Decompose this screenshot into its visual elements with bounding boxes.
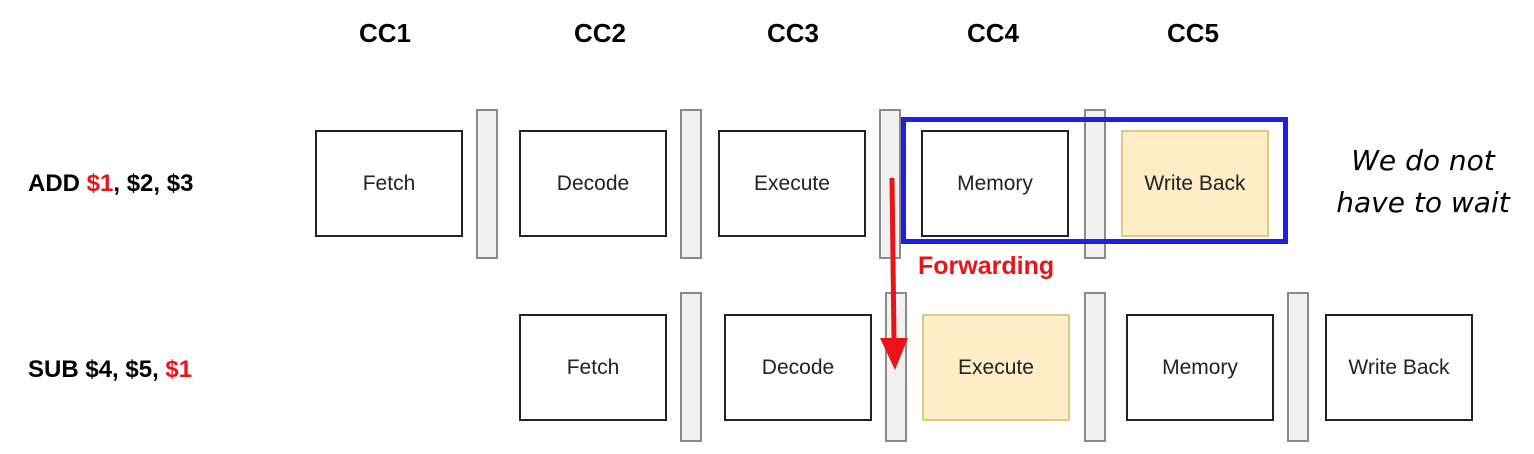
pipeline-register <box>1287 292 1309 442</box>
add-stage-fetch: Fetch <box>315 130 463 237</box>
add-stage-write-back: Write Back <box>1121 130 1269 237</box>
pipeline-register <box>680 292 702 442</box>
no-wait-highlight-box <box>901 117 1288 244</box>
note-line-2: have to wait <box>1336 186 1510 219</box>
forwarding-arrow <box>880 177 908 370</box>
opcode-sub: SUB $4, $5, <box>28 356 166 383</box>
forwarding-label: Forwarding <box>918 252 1055 280</box>
pipeline-register <box>1084 109 1106 259</box>
register-src-1: $1 <box>165 356 193 383</box>
cycle-header-cc5: CC5 <box>1166 18 1219 48</box>
pipeline-register <box>680 109 702 259</box>
cycle-header-cc1: CC1 <box>358 18 411 48</box>
add-stage-decode: Decode <box>519 130 667 237</box>
pipeline-register <box>1084 292 1106 442</box>
cycle-header-cc3: CC3 <box>766 18 819 48</box>
register-dest-1: $1 <box>86 170 114 197</box>
add-stage-execute: Execute <box>718 130 866 237</box>
sub-stage-fetch: Fetch <box>519 314 667 421</box>
sub-stage-decode: Decode <box>724 314 872 421</box>
operands-add: , $2, $3 <box>113 170 194 197</box>
note-line-1: We do not <box>1351 144 1495 177</box>
cycle-header-cc2: CC2 <box>573 18 626 48</box>
sub-stage-write-back: Write Back <box>1325 314 1473 421</box>
sub-stage-execute: Execute <box>922 314 1070 421</box>
sub-stage-memory: Memory <box>1126 314 1274 421</box>
instruction-add-label: ADD $1, $2, $3 <box>28 170 193 198</box>
instruction-sub-label: SUB $4, $5, $1 <box>28 356 192 384</box>
cycle-header-cc4: CC4 <box>966 18 1019 48</box>
opcode-add: ADD <box>28 170 87 197</box>
pipeline-register <box>476 109 498 259</box>
no-wait-note: We do not have to wait <box>1318 140 1528 224</box>
add-stage-memory: Memory <box>921 130 1069 237</box>
